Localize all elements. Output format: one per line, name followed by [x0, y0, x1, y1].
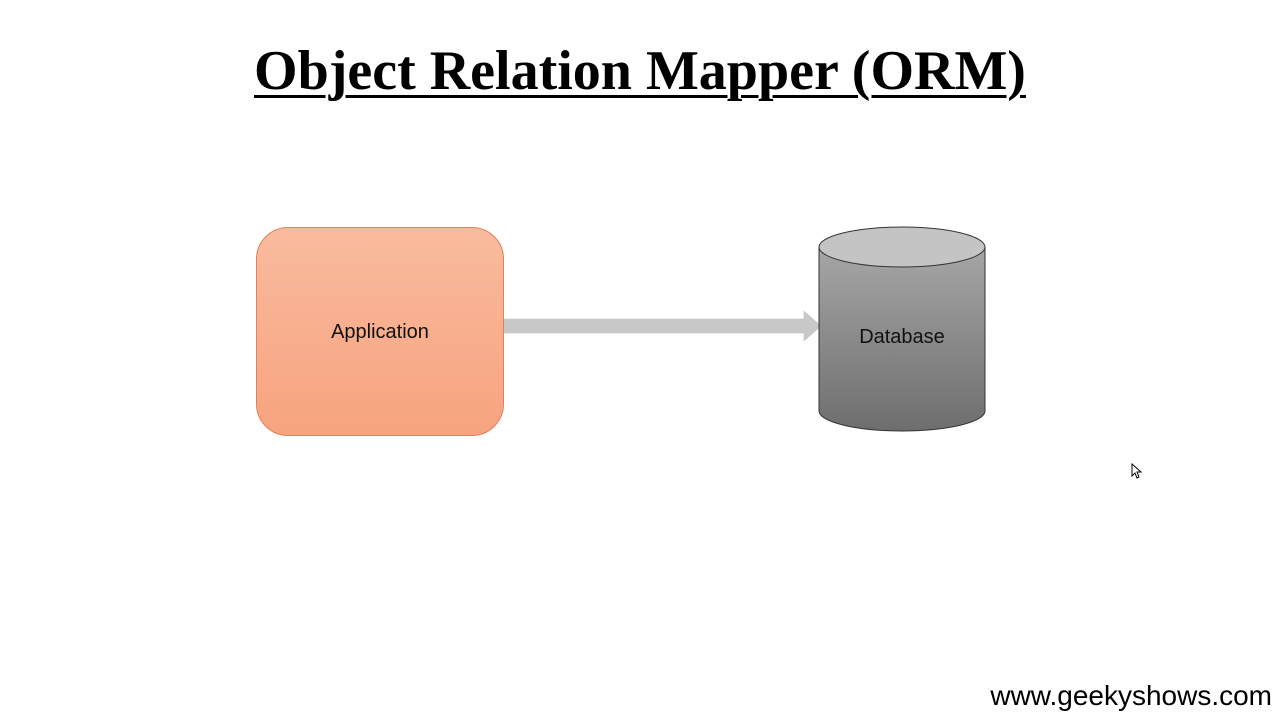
application-node: Application	[256, 227, 504, 436]
application-label: Application	[331, 321, 429, 343]
arrow-application-to-database	[504, 310, 822, 342]
arrow-shape	[504, 310, 822, 342]
slide-title: Object Relation Mapper (ORM)	[0, 38, 1280, 104]
database-node	[818, 226, 986, 432]
website-url: www.geekyshows.com	[990, 680, 1272, 711]
database-label: Database	[859, 326, 945, 348]
slide-title-text: Object Relation Mapper (ORM)	[254, 40, 1026, 102]
database-top	[818, 226, 986, 268]
mouse-cursor-icon	[1131, 463, 1143, 479]
database-body	[818, 246, 986, 432]
